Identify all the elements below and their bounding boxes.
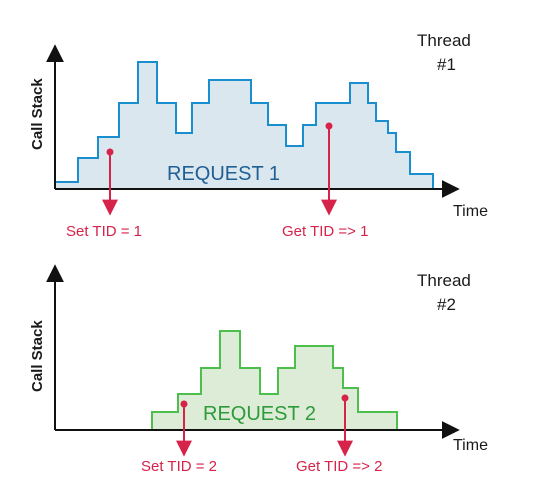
y-axis-label-2: Call Stack bbox=[29, 320, 46, 392]
set-tid-1-label: Set TID = 1 bbox=[66, 223, 142, 240]
x-axis-label-2: Time bbox=[453, 437, 488, 454]
thread-1-label-line1: Thread bbox=[417, 31, 471, 50]
request-2-call-stack-line bbox=[151, 330, 398, 430]
panel-thread-1: Call Stack Time Thread #1 REQUEST 1 Set … bbox=[29, 31, 488, 240]
y-axis-label-1: Call Stack bbox=[29, 78, 46, 150]
thread-2-label-line2: #2 bbox=[437, 295, 456, 314]
thread-2-label-line1: Thread bbox=[417, 271, 471, 290]
get-tid-1-label: Get TID => 1 bbox=[282, 223, 368, 240]
get-tid-2-label: Get TID => 2 bbox=[296, 458, 382, 475]
request-1-label: REQUEST 1 bbox=[167, 163, 280, 185]
request-1-call-stack-line bbox=[54, 61, 434, 189]
request-1-call-stack-area bbox=[55, 62, 433, 189]
x-axis-label-1: Time bbox=[453, 203, 488, 220]
request-2-label: REQUEST 2 bbox=[203, 403, 316, 425]
thread-1-label-line2: #1 bbox=[437, 55, 456, 74]
request-2-call-stack-area bbox=[152, 331, 397, 430]
panel-thread-2: Call Stack Time Thread #2 REQUEST 2 Set … bbox=[29, 264, 488, 475]
set-tid-2-label: Set TID = 2 bbox=[141, 458, 217, 475]
